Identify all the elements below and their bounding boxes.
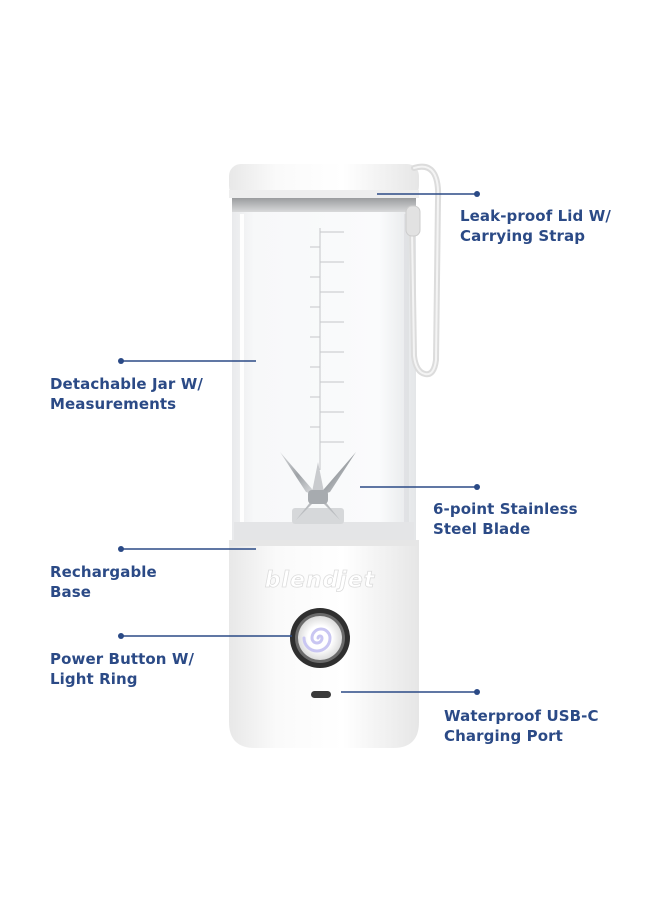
power-button[interactable] <box>290 608 350 668</box>
jar <box>232 212 416 540</box>
callout-lid: Leak-proof Lid W/ Carrying Strap <box>460 206 611 246</box>
callout-blade-line1: 6-point Stainless <box>433 500 578 518</box>
carrying-strap <box>405 163 442 378</box>
callout-blade-line2: Steel Blade <box>433 520 531 538</box>
callout-jar-line2: Measurements <box>50 395 177 413</box>
callout-jar: Detachable Jar W/ Measurements <box>50 374 203 414</box>
callout-lid-line2: Carrying Strap <box>460 227 586 245</box>
swirl-icon <box>302 627 332 653</box>
callout-blade: 6-point Stainless Steel Blade <box>433 499 578 539</box>
callout-port-line1: Waterproof USB-C <box>444 707 599 725</box>
callout-base: Rechargable Base <box>50 562 157 602</box>
callout-port-line2: Charging Port <box>444 727 563 745</box>
callout-lid-line1: Leak-proof Lid W/ <box>460 207 611 225</box>
callout-power-line2: Light Ring <box>50 670 138 688</box>
lid <box>229 164 419 198</box>
callout-base-line1: Rechargable <box>50 563 157 581</box>
usb-c-port <box>311 691 331 698</box>
callout-power: Power Button W/ Light Ring <box>50 649 194 689</box>
callout-lines <box>118 191 480 695</box>
callout-port: Waterproof USB-C Charging Port <box>444 706 599 746</box>
jar-rim <box>232 198 416 214</box>
callout-jar-line1: Detachable Jar W/ <box>50 375 203 393</box>
callout-power-line1: Power Button W/ <box>50 650 195 668</box>
brand-logo: blendjet <box>265 568 376 593</box>
callout-base-line2: Base <box>50 583 92 601</box>
measurement-marks <box>310 228 344 470</box>
blade-assembly <box>280 452 356 524</box>
